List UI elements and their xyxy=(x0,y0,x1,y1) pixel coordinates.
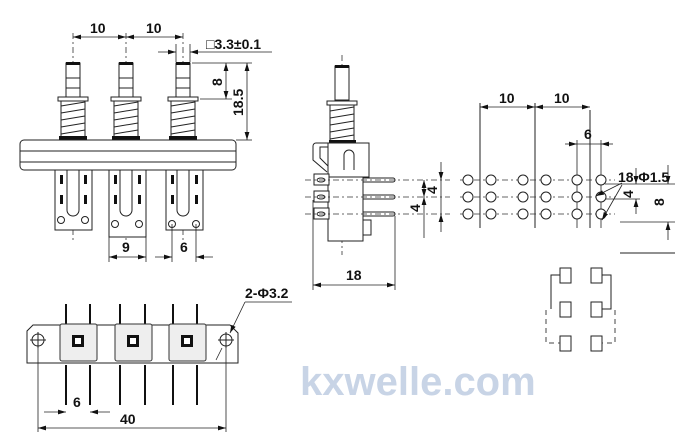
dim-pin-pitch-b: 4 xyxy=(407,204,423,212)
terminal-block xyxy=(54,169,204,238)
frame-bar xyxy=(19,139,237,171)
dim-height: 18.5 xyxy=(230,89,246,116)
pcb-dim-holes: 18-Φ1.5 xyxy=(618,169,669,185)
front-view: 10 10 □3.3±0.1 8 18.5 9 6 xyxy=(19,20,272,262)
pcb-dim-row: 4 xyxy=(620,190,636,198)
spring xyxy=(57,96,199,140)
dim-hole-pitch: 6 xyxy=(180,239,188,255)
dim-pin-pitch: 6 xyxy=(73,394,81,410)
pcb-dim-pitch-2: 10 xyxy=(554,90,570,106)
dim-pitch-2: 10 xyxy=(146,20,162,36)
dim-pin-pitch-a: 4 xyxy=(424,186,440,194)
pcb-dim-col: 6 xyxy=(584,126,592,142)
dim-travel: 8 xyxy=(209,78,225,86)
dim-pitch-1: 10 xyxy=(90,20,106,36)
watermark: kxwelle.com xyxy=(300,360,536,404)
dim-block-width: 9 xyxy=(122,239,130,255)
pins xyxy=(65,304,198,405)
plunger xyxy=(65,62,191,99)
dim-plunger-size: □3.3±0.1 xyxy=(206,36,261,52)
side-view: 4 4 18 xyxy=(305,55,450,290)
dim-mount-holes: 2-Φ3.2 xyxy=(245,285,289,301)
pcb-dim-rows-total: 8 xyxy=(651,198,667,206)
bottom-view: 2-Φ3.2 6 40 xyxy=(26,285,292,432)
pcb-dim-pitch-1: 10 xyxy=(499,90,515,106)
pad-schematic xyxy=(545,267,616,352)
dim-total-width: 40 xyxy=(120,411,136,427)
dim-depth: 18 xyxy=(346,267,362,283)
pcb-hole-layout: 10 10 6 18-Φ1.5 4 8 xyxy=(460,90,675,254)
